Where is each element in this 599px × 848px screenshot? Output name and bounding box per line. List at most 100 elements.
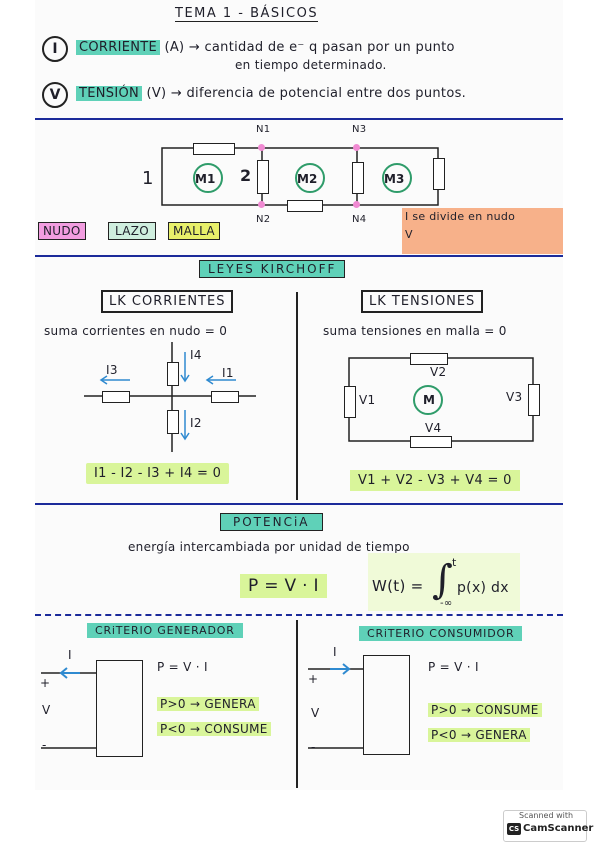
divider-1 bbox=[35, 118, 563, 120]
circuit1-resistor-bottom bbox=[287, 200, 323, 212]
node-n1 bbox=[258, 144, 265, 151]
note-v: V bbox=[405, 228, 413, 241]
corriente-arrow: → bbox=[188, 40, 201, 55]
generador-plus: + bbox=[40, 676, 51, 690]
potencia-desc: energía intercambiada por unidad de tiem… bbox=[128, 540, 410, 554]
camscanner-logo-icon: CS bbox=[507, 823, 521, 835]
tension-unit: (V) bbox=[146, 86, 167, 101]
lkt-resistor-bottom bbox=[410, 436, 452, 448]
consumidor-formula: P = V · I bbox=[428, 660, 479, 674]
mesh-m1: M1 bbox=[195, 172, 216, 186]
corriente-term: CORRIENTE bbox=[76, 40, 161, 55]
tension-line: TENSIÓN (V) → diferencia de potencial en… bbox=[76, 86, 466, 101]
corriente-roman: I bbox=[42, 36, 68, 62]
page-title: TEMA 1 - BÁSICOS bbox=[175, 6, 319, 22]
integral-icon: ∫ bbox=[432, 557, 453, 603]
mesh-m3: M3 bbox=[384, 172, 405, 186]
lkc-resistor-bottom bbox=[167, 410, 179, 434]
corriente-desc2: en tiempo determinado. bbox=[235, 58, 387, 72]
camscanner-top-text: Scanned with bbox=[519, 811, 574, 820]
camscanner-brand: CamScanner bbox=[523, 823, 594, 834]
corriente-desc1: cantidad de e⁻ q pasan por un punto bbox=[204, 40, 455, 55]
legend-malla: MALLA bbox=[168, 222, 220, 240]
lkt-resistor-right bbox=[528, 384, 540, 416]
node-n3 bbox=[353, 144, 360, 151]
consumidor-minus: - bbox=[311, 740, 316, 754]
consumidor-current: I bbox=[333, 645, 337, 659]
corriente-unit: (A) bbox=[164, 40, 185, 55]
criterios-vertical-divider bbox=[296, 620, 298, 788]
lkc-label-i4: I4 bbox=[190, 348, 202, 362]
consumidor-title: CRiTERIO CONSUMIDOR bbox=[359, 626, 523, 641]
legend-lazo: LAZO bbox=[108, 222, 157, 240]
energy-upper-limit: t bbox=[452, 556, 457, 569]
kirchhoff-title: LEYES KIRCHOFF bbox=[199, 260, 346, 278]
generador-formula: P = V · I bbox=[157, 660, 208, 674]
generador-v: V bbox=[42, 703, 51, 717]
energy-formula-bg bbox=[368, 553, 520, 611]
generador-box bbox=[96, 660, 143, 757]
lkt-label-v4: V4 bbox=[425, 421, 442, 435]
lkc-label-i1: I1 bbox=[222, 366, 234, 380]
lkt-desc: suma tensiones en malla = 0 bbox=[323, 324, 507, 338]
legend-nudo: NUDO bbox=[38, 222, 86, 240]
circuit1-label-2: 2 bbox=[240, 166, 252, 185]
circuit1-resistor-2 bbox=[257, 160, 269, 194]
tension-desc: diferencia de potencial entre dos puntos… bbox=[186, 86, 467, 101]
energy-lhs: W(t) = bbox=[372, 577, 424, 595]
generador-minus: - bbox=[42, 738, 47, 752]
potencia-formula: P = V · I bbox=[240, 574, 327, 598]
circuit1-resistor-top bbox=[193, 143, 235, 155]
node-n4 bbox=[353, 201, 360, 208]
lkc-equation: I1 - I2 - I3 + I4 = 0 bbox=[86, 463, 230, 484]
node-label-n4: N4 bbox=[352, 214, 367, 225]
generador-rule-1: P>0 → GENERA bbox=[157, 697, 259, 711]
lkt-title: LK TENSIONES bbox=[361, 290, 484, 313]
corriente-line: CORRIENTE (A) → cantidad de e⁻ q pasan p… bbox=[76, 40, 455, 55]
potencia-title: POTENCiA bbox=[220, 513, 323, 531]
lkc-label-i3: I3 bbox=[106, 363, 118, 377]
consumidor-box bbox=[363, 655, 410, 755]
lkc-resistor-right bbox=[211, 391, 239, 403]
mesh-m2: M2 bbox=[297, 172, 318, 186]
lkt-label-v1: V1 bbox=[359, 393, 376, 407]
lkc-label-i2: I2 bbox=[190, 416, 202, 430]
node-n2 bbox=[258, 201, 265, 208]
lkc-resistor-top bbox=[167, 362, 179, 386]
lkt-equation: V1 + V2 - V3 + V4 = 0 bbox=[350, 470, 520, 491]
tension-term: TENSIÓN bbox=[76, 86, 143, 101]
divider-dashed bbox=[35, 614, 563, 616]
tension-roman: V bbox=[42, 82, 68, 108]
node-label-n2: N2 bbox=[256, 214, 271, 225]
lkt-label-v2: V2 bbox=[430, 365, 447, 379]
generador-title: CRiTERIO GENERADOR bbox=[87, 623, 243, 638]
circuit1-label-1: 1 bbox=[142, 168, 154, 189]
generador-rule-2: P<0 → CONSUME bbox=[157, 722, 271, 736]
consumidor-v: V bbox=[311, 706, 320, 720]
lkt-resistor-top bbox=[410, 353, 448, 365]
consumidor-rule-1: P>0 → CONSUME bbox=[428, 703, 542, 717]
lkc-title: LK CORRIENTES bbox=[101, 290, 234, 313]
circuit1-resistor-mid bbox=[352, 162, 364, 194]
tension-arrow: → bbox=[170, 86, 183, 101]
lkc-desc: suma corrientes en nudo = 0 bbox=[44, 324, 228, 338]
circuit1-resistor-right bbox=[433, 158, 445, 190]
lkc-resistor-left bbox=[102, 391, 130, 403]
generador-current: I bbox=[68, 648, 72, 662]
energy-lower-limit: -∞ bbox=[440, 598, 453, 609]
lkt-resistor-left bbox=[344, 386, 356, 418]
note-box bbox=[402, 208, 563, 254]
consumidor-plus: + bbox=[308, 672, 319, 686]
lkt-label-v3: V3 bbox=[506, 390, 523, 404]
note-current-divides: I se divide en nudo bbox=[405, 210, 516, 223]
node-label-n3: N3 bbox=[352, 124, 367, 135]
divider-2 bbox=[35, 255, 563, 257]
energy-rhs: p(x) dx bbox=[457, 580, 509, 596]
kirchhoff-vertical-divider bbox=[296, 292, 298, 500]
divider-3 bbox=[35, 503, 563, 505]
lkt-mesh-m: M bbox=[423, 393, 435, 407]
consumidor-rule-2: P<0 → GENERA bbox=[428, 728, 530, 742]
